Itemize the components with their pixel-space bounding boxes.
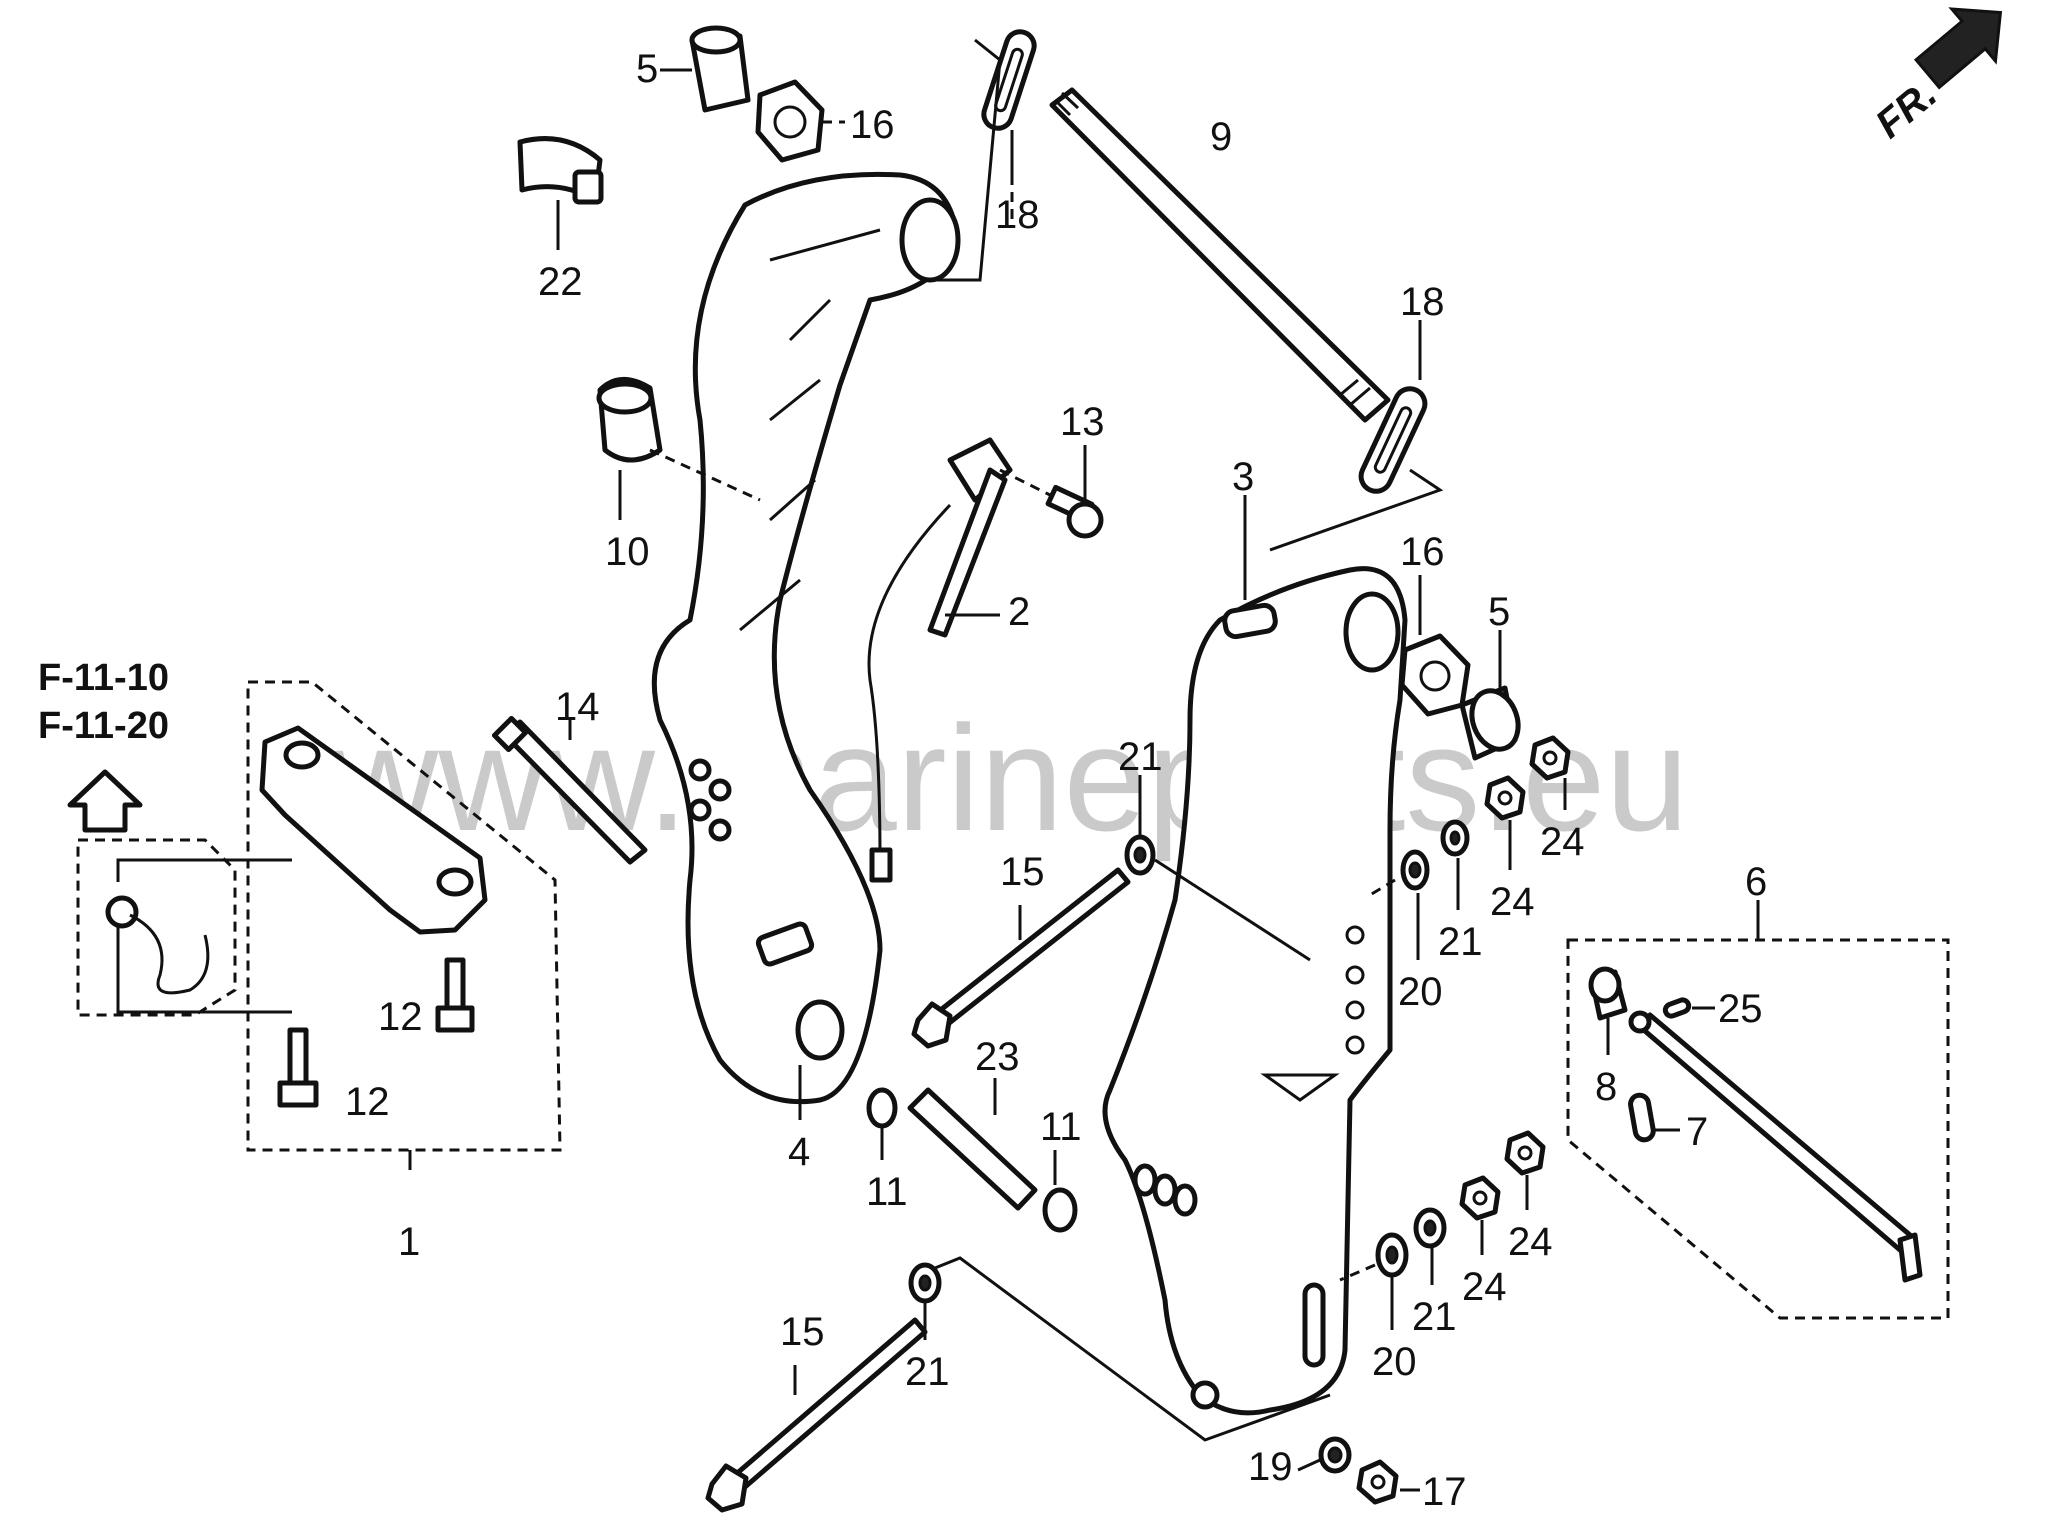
part-13-screw xyxy=(1045,484,1104,539)
callout-24-d: 24 xyxy=(1508,1220,1553,1264)
callout-20-lower: 20 xyxy=(1372,1340,1417,1384)
callout-22: 22 xyxy=(538,260,583,304)
callout-23: 23 xyxy=(975,1035,1020,1079)
front-direction-arrow: FR. xyxy=(1868,7,2003,147)
callout-4: 4 xyxy=(788,1130,810,1174)
callout-21-right: 21 xyxy=(1438,920,1483,964)
washer-19 xyxy=(1318,1436,1352,1474)
bolt-12-a xyxy=(435,957,475,1033)
part-16-nut-top xyxy=(755,79,825,163)
part-23-spacer xyxy=(907,1087,1038,1211)
part-9-shaft xyxy=(1049,87,1391,423)
callout-20-upper: 20 xyxy=(1398,970,1443,1014)
washer-21-mid xyxy=(1124,834,1156,876)
part-10-bushing xyxy=(596,377,663,463)
nut-24-upper-b xyxy=(1484,775,1526,821)
reference-code-1: F-11-10 xyxy=(38,657,169,699)
part-8-grommet xyxy=(1588,966,1628,1021)
callout-24-a: 24 xyxy=(1540,820,1585,864)
part-5-bushing-top xyxy=(689,25,751,113)
part-1-plate xyxy=(259,725,488,935)
part-18-washer-right xyxy=(1358,386,1428,494)
callout-24-c: 24 xyxy=(1462,1265,1507,1309)
callout-18-right: 18 xyxy=(1400,280,1445,324)
callout-21-left: 21 xyxy=(905,1350,950,1394)
washer-20-upper xyxy=(1400,849,1430,891)
part-6-group-outline xyxy=(1566,938,1950,1320)
callout-6: 6 xyxy=(1745,860,1767,904)
reference-code-2: F-11-20 xyxy=(38,705,169,747)
part-15-bolt-lower xyxy=(705,1317,928,1513)
bolt-12-b xyxy=(277,1027,319,1108)
part-3-stern-bracket xyxy=(1102,566,1408,1416)
part-15-bolt-upper xyxy=(911,867,1131,1049)
washer-21-upper xyxy=(1440,819,1470,857)
part-2-switch-cable xyxy=(867,437,1013,883)
part-18-washer-top xyxy=(981,29,1037,131)
callout-11-a: 11 xyxy=(866,1170,908,1214)
callout-13: 13 xyxy=(1060,400,1105,444)
nut-17 xyxy=(1356,1459,1399,1505)
part-25-pin xyxy=(1662,997,1692,1019)
callout-16-right: 16 xyxy=(1400,530,1445,574)
callout-10: 10 xyxy=(605,530,650,574)
callout-1: 1 xyxy=(398,1220,420,1264)
callout-21-top: 21 xyxy=(1118,735,1163,779)
callout-12-a: 12 xyxy=(378,995,423,1039)
callout-12-b: 12 xyxy=(345,1080,390,1124)
part-14-bolt xyxy=(491,715,648,865)
callout-16-top: 16 xyxy=(850,103,895,147)
part-6-tilt-rod xyxy=(1628,1010,1923,1283)
part-1-group-outline xyxy=(246,680,562,1152)
callout-25: 25 xyxy=(1718,987,1763,1031)
part-7-clip xyxy=(1628,1092,1656,1143)
callout-21-lower: 21 xyxy=(1412,1295,1457,1339)
part-11-bushing-a xyxy=(866,1087,898,1129)
reference-inset xyxy=(76,838,237,1017)
nut-24-lower-b xyxy=(1504,1130,1546,1176)
callout-5-top: 5 xyxy=(636,47,658,91)
callout-14: 14 xyxy=(555,685,600,729)
reference-arrow-icon xyxy=(67,769,143,833)
callout-17: 17 xyxy=(1422,1470,1467,1514)
callout-24-b: 24 xyxy=(1490,880,1535,924)
part-4-swivel-bracket xyxy=(651,171,961,1105)
nut-24-upper-a xyxy=(1529,735,1571,781)
callout-18-top: 18 xyxy=(995,193,1040,237)
callout-15-upper: 15 xyxy=(1000,850,1045,894)
nut-24-lower-a xyxy=(1459,1175,1501,1221)
callout-5-right: 5 xyxy=(1488,590,1510,634)
part-11-bushing-b xyxy=(1042,1187,1078,1233)
callout-8: 8 xyxy=(1595,1065,1617,1109)
washer-20-lower xyxy=(1375,1232,1409,1278)
callout-11-b: 11 xyxy=(1040,1105,1082,1149)
callout-19: 19 xyxy=(1248,1445,1293,1489)
callout-7: 7 xyxy=(1686,1110,1708,1154)
part-5-bushing-right xyxy=(1459,685,1521,761)
washer-21-lower xyxy=(1413,1207,1447,1249)
washer-21-lower-left xyxy=(908,1262,942,1304)
callout-2: 2 xyxy=(1008,590,1030,634)
direction-label: FR. xyxy=(1868,72,1946,147)
callout-15-lower: 15 xyxy=(780,1310,825,1354)
part-22-clamp xyxy=(517,136,604,205)
callout-9: 9 xyxy=(1210,115,1232,159)
callout-3: 3 xyxy=(1232,455,1254,499)
